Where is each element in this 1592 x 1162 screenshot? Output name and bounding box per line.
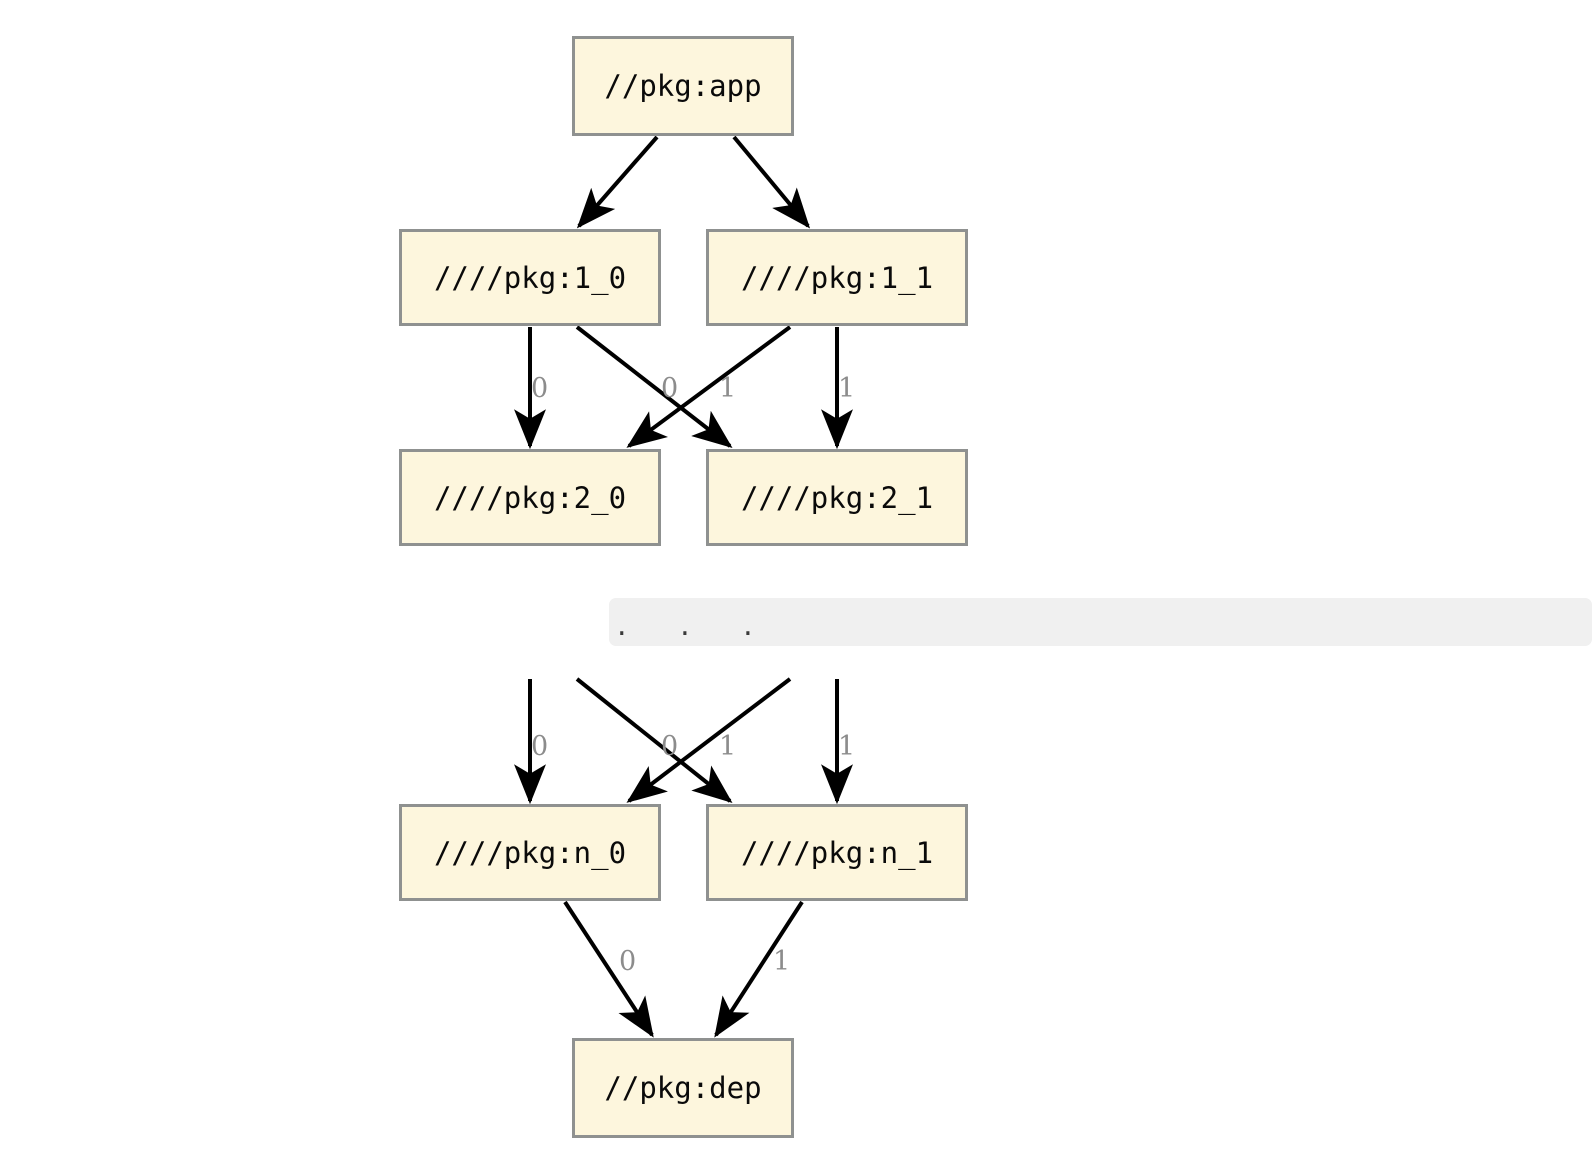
edge-label: 0: [531, 373, 549, 404]
edge-label: 1: [773, 946, 791, 977]
ellipsis-separator-band: [609, 598, 1592, 646]
edge-nn_0-to-dep: [563, 900, 654, 1038]
node-label: ////pkg:1_0: [433, 260, 627, 295]
edge-n1_0-to-n2_1: [575, 325, 733, 448]
node-n2_0[interactable]: ////pkg:2_0: [399, 449, 661, 546]
node-nn_1[interactable]: ////pkg:n_1: [706, 804, 968, 901]
edge-nn_1-to-dep: [714, 900, 804, 1038]
node-label: //pkg:app: [604, 69, 762, 103]
edge-label: 0: [661, 373, 679, 404]
node-n1_0[interactable]: ////pkg:1_0: [399, 229, 661, 326]
node-n1_1[interactable]: ////pkg:1_1: [706, 229, 968, 326]
node-nn_0[interactable]: ////pkg:n_0: [399, 804, 661, 901]
edge-label: 0: [531, 731, 549, 762]
edge-label: 1: [838, 373, 856, 404]
node-n2_1[interactable]: ////pkg:2_1: [706, 449, 968, 546]
edge-label: 1: [719, 731, 737, 762]
ellipsis-dots: . . .: [617, 608, 775, 643]
edge-label: 1: [719, 373, 737, 404]
node-app[interactable]: //pkg:app: [572, 36, 794, 136]
node-label: ////pkg:2_1: [740, 480, 934, 515]
edge-label: 1: [838, 731, 856, 762]
node-label: ////pkg:2_0: [433, 480, 627, 515]
edges-group: [514, 135, 853, 1038]
edge-n1_1-to-n2_0: [626, 325, 792, 448]
node-dep[interactable]: //pkg:dep: [572, 1038, 794, 1138]
node-label: ////pkg:n_0: [433, 835, 627, 870]
edge-label: 0: [619, 946, 637, 977]
edge-upper-to-nn_0: [626, 677, 792, 803]
node-label: ////pkg:n_1: [740, 835, 934, 870]
node-label: ////pkg:1_1: [740, 260, 934, 295]
node-label: //pkg:dep: [604, 1071, 762, 1105]
edge-label: 0: [661, 731, 679, 762]
edge-app-to-n1_0: [576, 135, 659, 229]
edge-upper-to-nn_1: [575, 677, 733, 803]
edge-app-to-n1_1: [732, 135, 811, 229]
